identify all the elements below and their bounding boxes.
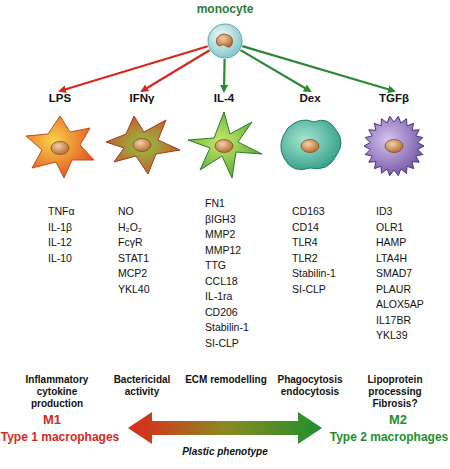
- node-heading: monocyte: [185, 2, 265, 16]
- macrophage-node: IFNγ: [102, 92, 182, 184]
- marker-gene: Stabilin-1: [205, 321, 249, 333]
- marker-gene: ID3: [376, 205, 392, 217]
- marker-gene: TLR4: [292, 236, 318, 248]
- marker-gene: NO: [118, 205, 134, 217]
- marker-gene: SI-CLP: [292, 283, 326, 295]
- marker-gene: MCP2: [118, 267, 147, 279]
- nucleus: [385, 140, 403, 153]
- cell-shape: [102, 92, 182, 184]
- phenotype-label: M1: [2, 412, 102, 427]
- marker-gene: ALOX5AP: [376, 298, 424, 310]
- marker-gene: YKL39: [376, 329, 408, 341]
- phenotype-label: M2: [348, 412, 448, 427]
- nucleus: [301, 140, 319, 153]
- differentiation-arrow: [142, 50, 210, 91]
- marker-gene: IL-1ra: [205, 290, 232, 302]
- function-label: Lipoprotein processing Fibrosis?: [350, 374, 440, 410]
- marker-gene: TLR2: [292, 252, 318, 264]
- cell-shape: [270, 92, 350, 184]
- differentiation-arrow: [223, 59, 226, 91]
- marker-gene: MMP12: [205, 244, 241, 256]
- plasticity-label: Plastic phenotype: [155, 446, 295, 457]
- node-heading: IL-4: [184, 92, 264, 104]
- macrophage-node: IL-4: [184, 92, 264, 184]
- marker-gene: YKL40: [118, 283, 150, 295]
- node-heading: TGFβ: [354, 92, 434, 104]
- macrophage-cell: [26, 116, 94, 178]
- cell-shape: [20, 92, 100, 184]
- marker-gene: HAMP: [376, 236, 406, 248]
- marker-gene: CCL18: [205, 275, 238, 287]
- marker-gene: IL17BR: [376, 314, 411, 326]
- macrophage-node: TGFβ: [354, 92, 434, 184]
- macrophage-node: LPS: [20, 92, 100, 184]
- monocyte-node: monocyte: [185, 2, 265, 60]
- marker-gene: CD14: [292, 221, 319, 233]
- function-label: ECM remodelling: [181, 374, 271, 386]
- macrophage-cell: [188, 112, 262, 178]
- marker-gene: PLAUR: [376, 283, 411, 295]
- function-label: Phagocytosis endocytosis: [265, 374, 355, 398]
- plasticity-double-arrow: [128, 412, 322, 444]
- cell-shape: [184, 92, 264, 184]
- node-heading: Dex: [270, 92, 350, 104]
- phenotype-description: Type 2 macrophages: [324, 430, 450, 444]
- macrophage-cell: [106, 116, 180, 174]
- marker-gene: SI-CLP: [205, 337, 239, 349]
- nucleus: [216, 34, 232, 47]
- nucleus: [51, 142, 69, 155]
- marker-gene: βIGH3: [205, 213, 236, 225]
- node-heading: IFNγ: [102, 92, 182, 104]
- differentiation-arrow: [241, 50, 311, 91]
- marker-gene: LTA4H: [376, 252, 407, 264]
- function-label: Bactericidal activity: [97, 374, 187, 398]
- cell-shape: [354, 92, 434, 184]
- marker-gene: IL-10: [48, 252, 72, 264]
- marker-gene: FN1: [205, 197, 225, 209]
- phenotype-description: Type 1 macrophages: [0, 430, 125, 444]
- nucleus: [133, 139, 151, 152]
- marker-gene: Stabilin-1: [292, 267, 336, 279]
- marker-gene: IL-12: [48, 236, 72, 248]
- marker-gene: CD163: [292, 205, 325, 217]
- macrophage-node: Dex: [270, 92, 350, 184]
- nucleus: [215, 140, 233, 153]
- macrophage-cell: [364, 116, 424, 175]
- marker-gene: TTG: [205, 259, 226, 271]
- differentiation-arrow: [60, 46, 208, 91]
- marker-gene: OLR1: [376, 221, 403, 233]
- marker-gene: H₂O₂: [118, 221, 142, 233]
- marker-gene: TNFα: [48, 205, 74, 217]
- marker-gene: FcγR: [118, 236, 143, 248]
- macrophage-cell: [281, 120, 341, 170]
- differentiation-arrow: [242, 46, 394, 91]
- function-label: Inflammatory cytokine production: [12, 374, 102, 410]
- node-heading: LPS: [20, 92, 100, 104]
- marker-gene: MMP2: [205, 228, 235, 240]
- marker-gene: STAT1: [118, 252, 149, 264]
- marker-gene: CD206: [205, 306, 238, 318]
- marker-gene: IL-1β: [48, 221, 72, 233]
- monocyte-cell: [208, 24, 242, 58]
- marker-gene: SMAD7: [376, 267, 412, 279]
